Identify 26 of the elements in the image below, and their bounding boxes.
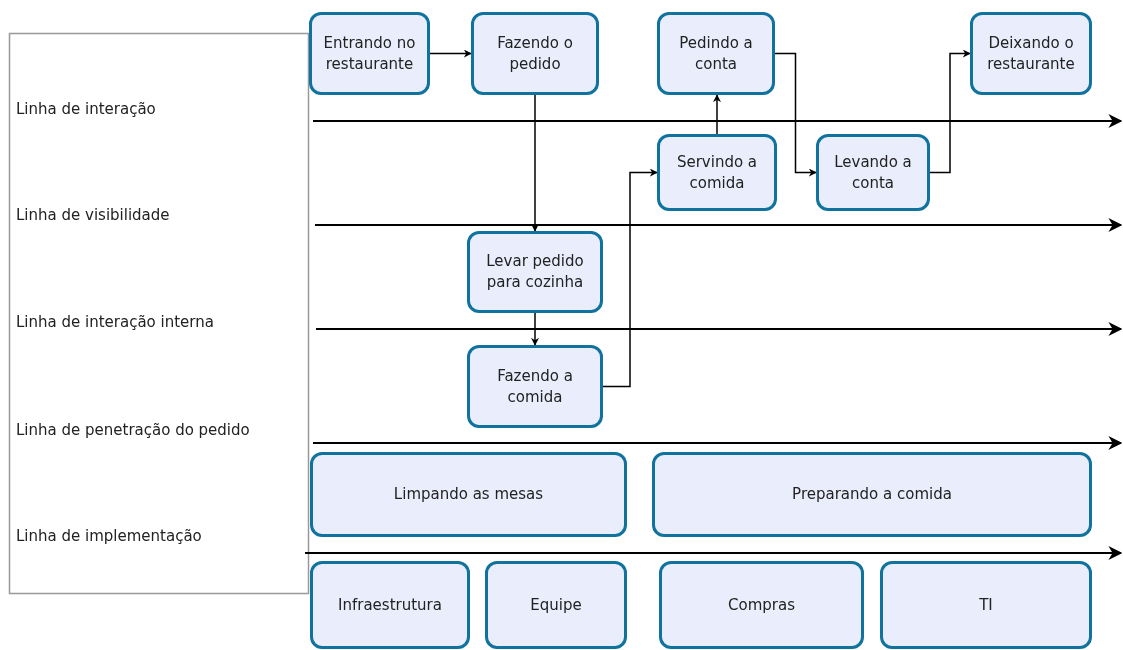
support-process-box: TI [880,561,1092,649]
process-box: Servindo a comida [657,134,777,211]
arrow [429,49,472,58]
arrow [713,94,721,135]
support-process-box: Preparando a comida [652,452,1092,537]
support-process-box: Limpando as mesas [310,452,627,537]
support-process-box: Equipe [485,561,627,649]
support-process-box: Infraestrutura [310,561,470,649]
arrow [774,52,817,177]
arrow [602,168,658,388]
line-label: Linha de interação interna [16,313,214,331]
process-box: Fazendo a comida [467,345,603,428]
arrow [531,312,539,346]
process-box: Deixando o restaurante [970,12,1092,95]
line-label: Linha de visibilidade [16,206,170,224]
line-label: Linha de implementação [16,527,202,545]
arrow [929,49,971,174]
support-process-box: Compras [659,561,864,649]
process-box: Pedindo a conta [657,12,775,95]
arrow [531,94,539,232]
process-box: Levando a conta [816,134,930,211]
line-label: Linha de penetração do pedido [16,421,250,439]
process-box: Levar pedido para cozinha [467,231,603,313]
line-label: Linha de interação [16,100,156,118]
process-box: Fazendo o pedido [471,12,599,95]
process-box: Entrando no restaurante [309,12,430,95]
